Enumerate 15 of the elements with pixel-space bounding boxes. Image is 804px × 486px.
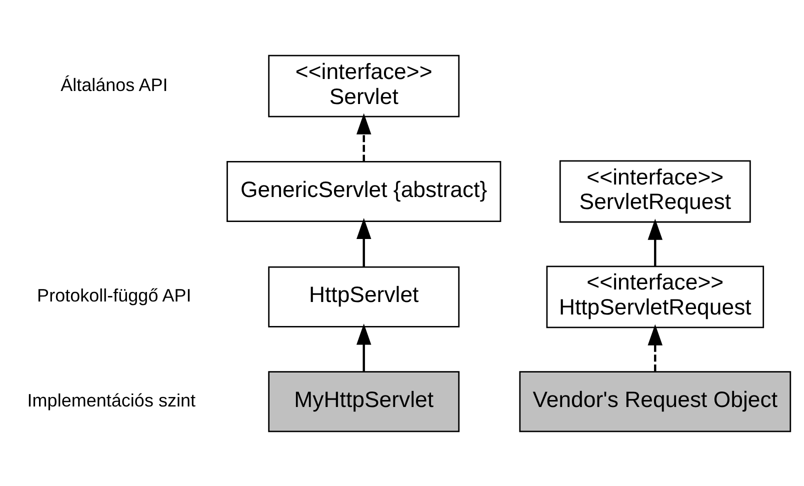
node-box: <<interface>> Servlet (268, 54, 460, 117)
node-box: Vendor's Request Object (519, 370, 792, 432)
node-box: GenericServlet {abstract} (226, 160, 502, 222)
node-box: <<interface>> HttpServletRequest (546, 265, 764, 328)
node-box: HttpServlet (268, 266, 460, 327)
arrow (356, 112, 372, 161)
node-box: MyHttpServlet (268, 370, 460, 432)
label: Protokoll-függő API (37, 285, 192, 306)
arrow (356, 323, 372, 371)
arrow (648, 324, 663, 371)
arrow (648, 218, 663, 266)
label: Általános API (60, 74, 168, 94)
arrow (356, 217, 372, 266)
label: Implementációs szint (27, 390, 196, 410)
node-box: <<interface>> ServletRequest (559, 160, 751, 222)
